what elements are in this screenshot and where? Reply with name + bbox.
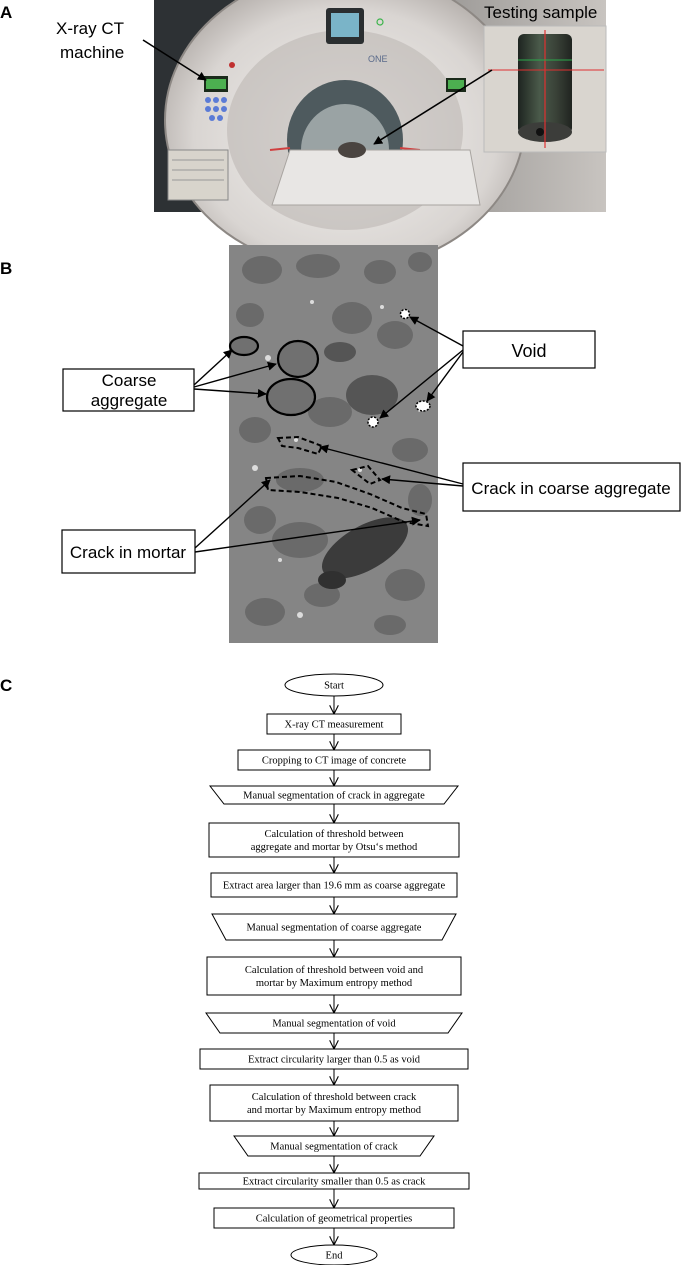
ct-machine-label-line2: machine	[60, 43, 124, 62]
crack-in-mortar-outline	[264, 474, 430, 528]
crack-aggregate-arrow-1	[319, 444, 464, 485]
coarse-arrow-1	[193, 349, 233, 386]
panel-b-letter: B	[0, 259, 12, 278]
crack-in-aggregate-outline-2	[349, 464, 382, 486]
flow-shape-otsu-threshold	[208, 822, 460, 858]
flow-text-void-threshold-line2: mortar by Maximum entropy method	[256, 978, 413, 989]
flow-text-extract-crack: Extract circularity smaller than 0.5 as …	[243, 1177, 427, 1188]
coarse-aggregate-outline-3	[265, 377, 317, 417]
panel-b: B	[0, 245, 681, 643]
flow-step-geometric: Calculation of geometrical properties	[213, 1207, 455, 1229]
void-arrow-1	[409, 316, 464, 347]
flow-text-end: End	[326, 1251, 344, 1262]
void-arrow-2	[379, 349, 464, 419]
coarse-aggregate-label-box	[62, 368, 195, 412]
flow-text-crack-threshold-line2: and mortar by Maximum entropy method	[247, 1105, 422, 1116]
flow-shape-manual-crack-aggregate	[208, 785, 460, 805]
flow-shape-crack-threshold	[209, 1084, 459, 1122]
flow-step-otsu-threshold: Calculation of threshold between aggregat…	[208, 822, 460, 858]
testing-sample-inset	[483, 25, 607, 153]
coarse-aggregate-outline-2	[276, 339, 320, 379]
testing-sample-arrow	[373, 69, 493, 145]
flow-step-extract-area: Extract area larger than 19.6 mm as coar…	[210, 872, 458, 898]
void-outline-3	[415, 400, 431, 412]
flow-step-extract-void: Extract circularity larger than 0.5 as v…	[199, 1048, 469, 1070]
flow-text-otsu-threshold-line1: Calculation of threshold between	[264, 829, 404, 840]
flow-text-ct-measurement: X-ray CT measurement	[285, 720, 384, 731]
sample-on-table	[338, 142, 366, 158]
crack-mortar-label: Crack in mortar	[70, 543, 187, 562]
ct-machine-label-line1: X-ray CT	[56, 19, 124, 38]
crack-mortar-label-box	[61, 529, 196, 574]
void-arrow-3	[426, 351, 464, 402]
flow-step-manual-crack-aggregate: Manual segmentation of crack in aggregat…	[208, 785, 460, 805]
flow-step-manual-crack: Manual segmentation of crack	[233, 1135, 435, 1157]
void-outline-2	[367, 416, 379, 428]
flow-step-extract-crack: Extract circularity smaller than 0.5 as …	[198, 1172, 470, 1190]
flow-text-cropping: Cropping to CT image of concrete	[262, 756, 406, 767]
ct-gantry: ONE	[164, 0, 526, 271]
ct-table	[271, 149, 481, 206]
flow-text-manual-coarse: Manual segmentation of coarse aggregate	[247, 923, 422, 934]
panel-a-letter: A	[0, 3, 12, 22]
flow-text-void-threshold-line1: Calculation of threshold between void an…	[245, 965, 424, 976]
void-outline-1	[399, 308, 411, 320]
machine-brand: ONE	[368, 54, 388, 64]
crack-in-aggregate-outline-1	[276, 435, 324, 456]
flow-step-manual-coarse: Manual segmentation of coarse aggregate	[211, 913, 457, 941]
crack-aggregate-arrow-2	[381, 475, 464, 487]
flow-text-manual-crack: Manual segmentation of crack	[270, 1142, 398, 1153]
flow-step-cropping: Cropping to CT image of concrete	[237, 749, 431, 771]
flow-step-void-threshold: Calculation of threshold between void an…	[206, 956, 462, 996]
ct-machine-arrow	[142, 39, 207, 81]
flow-text-extract-area: Extract area larger than 19.6 mm as coar…	[223, 881, 446, 892]
flow-text-start: Start	[324, 681, 344, 692]
coarse-aggregate-label-line2: aggregate	[91, 391, 168, 410]
flow-text-otsu-threshold-line2: aggregate and mortar by Otsu‘s method	[251, 842, 418, 853]
coarse-aggregate-label-line1: Coarse	[102, 371, 157, 390]
void-label-box	[462, 330, 596, 369]
flow-step-start: Start	[284, 673, 384, 697]
coarse-aggregate-outline-1	[228, 335, 260, 357]
flow-step-manual-void: Manual segmentation of void	[205, 1012, 463, 1034]
flow-text-geometric: Calculation of geometrical properties	[256, 1214, 413, 1225]
panel-c-letter: C	[0, 676, 12, 695]
flow-text-extract-void: Extract circularity larger than 0.5 as v…	[248, 1055, 421, 1066]
flow-shape-manual-void	[205, 1012, 463, 1034]
panel-a: A ONE	[0, 0, 607, 271]
flow-step-crack-threshold: Calculation of threshold between crack an…	[209, 1084, 459, 1122]
flow-shape-end	[290, 1244, 378, 1265]
void-label: Void	[511, 341, 546, 361]
testing-sample-label: Testing sample	[484, 3, 597, 22]
crack-aggregate-label-box	[462, 462, 681, 512]
flow-text-manual-crack-aggregate: Manual segmentation of crack in aggregat…	[243, 791, 425, 802]
flow-shape-extract-area	[210, 872, 458, 898]
crack-mortar-arrow-2	[194, 516, 421, 553]
flow-shape-manual-crack	[233, 1135, 435, 1157]
flow-text-manual-void: Manual segmentation of void	[272, 1019, 396, 1030]
flow-shape-void-threshold	[206, 956, 462, 996]
flow-text-crack-threshold-line1: Calculation of threshold between crack	[252, 1092, 417, 1103]
side-equipment	[167, 149, 229, 201]
crack-mortar-arrow-1	[194, 479, 271, 549]
ct-slice-image	[228, 245, 438, 643]
control-buttons-left	[205, 97, 227, 121]
crack-aggregate-label: Crack in coarse aggregate	[471, 479, 670, 498]
flow-step-ct-measurement: X-ray CT measurement	[266, 713, 402, 735]
coarse-arrow-3	[193, 388, 267, 398]
flow-shape-manual-coarse	[211, 913, 457, 941]
flow-step-end: End	[290, 1244, 378, 1265]
coarse-arrow-2	[193, 361, 277, 388]
